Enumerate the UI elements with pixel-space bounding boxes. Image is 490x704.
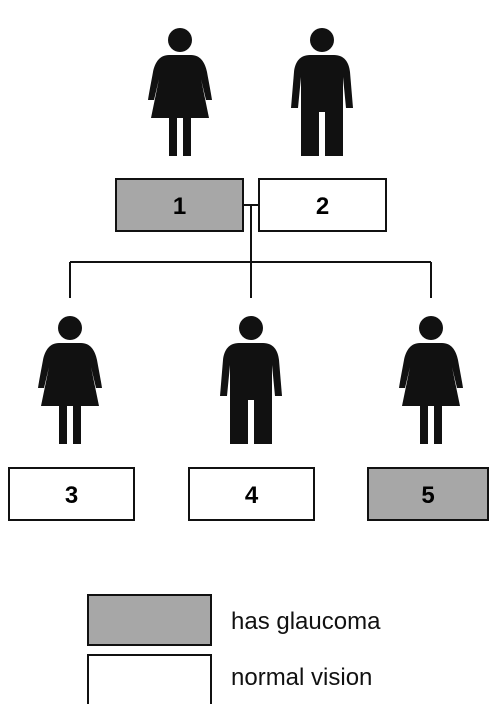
person-1-box [115, 178, 244, 232]
person-3-box [8, 467, 135, 521]
person-4-label: 4 [245, 482, 259, 509]
legend-swatch-affected [87, 594, 212, 646]
legend-label-normal: normal vision [231, 664, 372, 691]
person-4-box [188, 467, 315, 521]
person-5-female-icon [399, 316, 463, 444]
legend: has glaucoma normal vision [87, 594, 381, 704]
legend-label-affected: has glaucoma [231, 608, 381, 635]
person-2-male-icon [291, 28, 353, 156]
person-1-label: 1 [173, 193, 186, 220]
legend-swatch-normal [87, 654, 212, 704]
person-4-male-icon [220, 316, 282, 444]
person-1-female-icon [148, 28, 212, 156]
person-5-box [367, 467, 489, 521]
person-5-label: 5 [421, 482, 434, 509]
person-2-label: 2 [316, 193, 329, 220]
person-2-box [258, 178, 387, 232]
person-3-label: 3 [65, 482, 78, 509]
family-lines [69, 204, 432, 298]
person-3-female-icon [38, 316, 102, 444]
